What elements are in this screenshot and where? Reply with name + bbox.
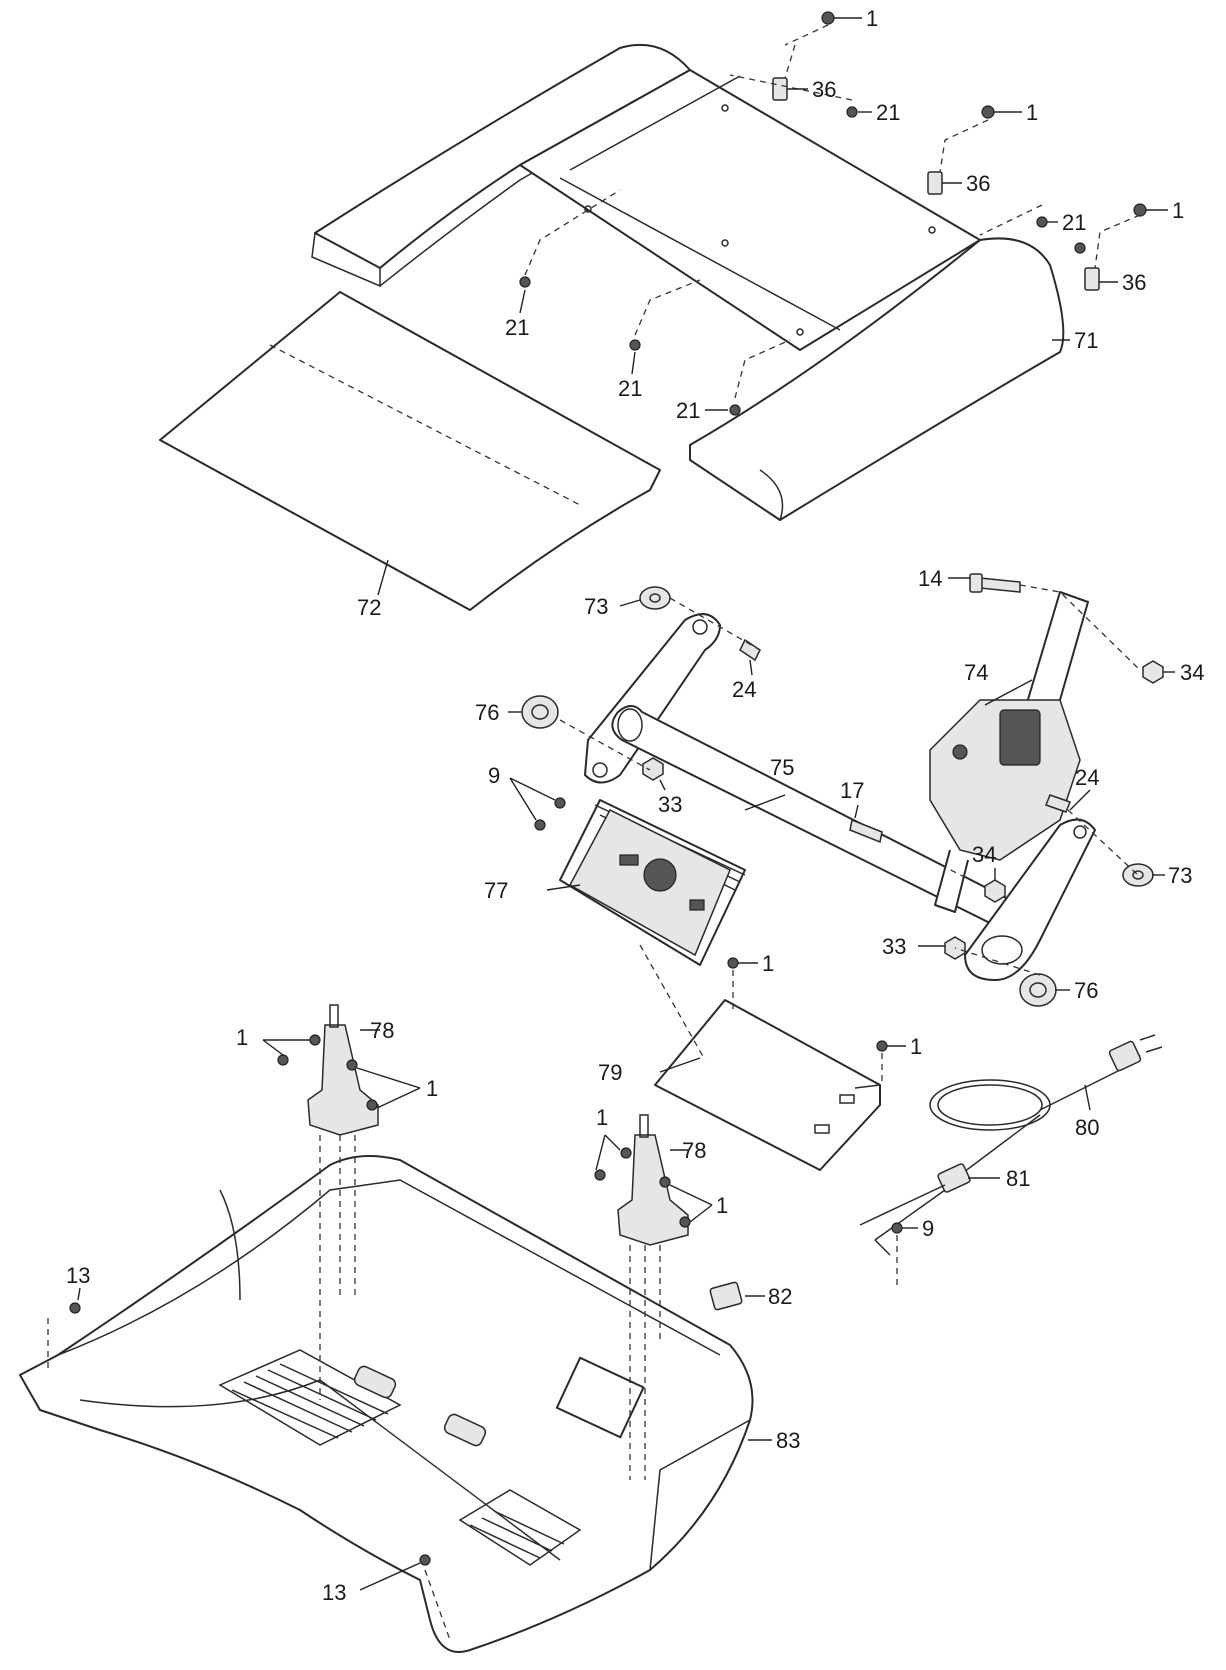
- power-cord-assembly: [859, 1034, 1163, 1285]
- label-17: 17: [840, 778, 864, 803]
- screw-21e: [629, 339, 641, 351]
- screw-21b: [1036, 216, 1048, 228]
- bushing-76b: [1019, 973, 1057, 1007]
- upright-78a: [307, 1024, 379, 1136]
- label-73-a: 73: [584, 594, 608, 619]
- label-73-b: 73: [1168, 863, 1192, 888]
- label-79: 79: [598, 1060, 622, 1085]
- label-82: 82: [768, 1284, 792, 1309]
- label-21-d: 21: [618, 376, 642, 401]
- leader-lines: [77, 17, 1175, 1591]
- hood-front-cover: [159, 291, 661, 611]
- label-21-b: 21: [1062, 210, 1086, 235]
- label-21-a: 21: [876, 100, 900, 125]
- label-24-b: 24: [1075, 765, 1099, 790]
- bolt-24b: [1045, 794, 1071, 813]
- base-tray: [19, 1004, 754, 1653]
- label-1-b: 1: [1026, 100, 1038, 125]
- label-1-d: 1: [762, 951, 774, 976]
- label-1-a: 1: [866, 6, 878, 31]
- label-77: 77: [484, 878, 508, 903]
- bolt-24a: [739, 638, 761, 662]
- power-switch: [709, 1281, 743, 1311]
- label-24-a: 24: [732, 677, 756, 702]
- screw-1c: [1133, 203, 1147, 217]
- screw-9b: [534, 819, 546, 831]
- screw-9a: [554, 797, 566, 809]
- screw-21d: [519, 276, 531, 288]
- label-36-c: 36: [1122, 270, 1146, 295]
- clip-36c: [1084, 267, 1100, 291]
- label-21-c: 21: [505, 315, 529, 340]
- label-78-a: 78: [370, 1018, 394, 1043]
- label-36-b: 36: [966, 171, 990, 196]
- callout-labels: 1 36 21 1 36 21 1 36 71 21 21 21 72 14 3…: [66, 6, 1204, 1605]
- label-14: 14: [918, 566, 942, 591]
- hood-assembly: [159, 43, 1065, 611]
- controller-assembly: [534, 797, 888, 1171]
- screw-21a: [846, 106, 858, 118]
- power-filter: [937, 1163, 971, 1193]
- hood-left-rail: [314, 43, 691, 269]
- label-72: 72: [357, 595, 381, 620]
- screw-1a: [821, 11, 835, 25]
- label-1-h: 1: [596, 1105, 608, 1130]
- screw-21c: [1074, 242, 1086, 254]
- screw-13a: [69, 1302, 81, 1314]
- label-71: 71: [1074, 328, 1098, 353]
- label-9-a: 9: [488, 763, 500, 788]
- label-76-a: 76: [475, 700, 499, 725]
- label-36-a: 36: [812, 77, 836, 102]
- label-34-b: 34: [972, 842, 996, 867]
- label-76-b: 76: [1074, 978, 1098, 1003]
- incline-motor-body: [929, 699, 1081, 861]
- upright-78b: [617, 1134, 689, 1246]
- label-75: 75: [770, 755, 794, 780]
- label-1-c: 1: [1172, 198, 1184, 223]
- label-1-f: 1: [426, 1076, 438, 1101]
- label-34-a: 34: [1180, 660, 1204, 685]
- label-80: 80: [1075, 1115, 1099, 1140]
- label-33-a: 33: [658, 792, 682, 817]
- label-81: 81: [1006, 1166, 1030, 1191]
- screw-1b: [981, 105, 995, 119]
- bolt-17: [849, 818, 883, 844]
- label-13-b: 13: [322, 1580, 346, 1605]
- washer-73b: [1122, 863, 1154, 887]
- tray-box: [555, 1356, 645, 1439]
- clip-36a: [772, 77, 788, 101]
- nut-33a: [642, 757, 664, 781]
- label-9-b: 9: [922, 1216, 934, 1241]
- hood-fasteners: [519, 11, 1147, 416]
- controller-cover: [654, 999, 881, 1171]
- nut-34a: [1142, 660, 1164, 684]
- lift-arm-left: [584, 613, 721, 784]
- label-1-g: 1: [910, 1034, 922, 1059]
- washer-73a: [639, 586, 671, 610]
- screw-1d: [727, 957, 739, 969]
- tray-ribs-left: [218, 1349, 402, 1446]
- clip-36b: [927, 171, 943, 195]
- frame-assembly: [521, 573, 1164, 1007]
- power-plug: [1108, 1040, 1142, 1072]
- label-13-a: 13: [66, 1263, 90, 1288]
- bolt-14: [979, 577, 1021, 593]
- label-21-e: 21: [676, 398, 700, 423]
- label-1-i: 1: [716, 1193, 728, 1218]
- screw-1e: [876, 1040, 888, 1052]
- screw-21f: [729, 404, 741, 416]
- screw-13b: [419, 1554, 431, 1566]
- tray-ribs-right: [458, 1489, 582, 1566]
- label-33-b: 33: [882, 934, 906, 959]
- screw-9c: [891, 1222, 903, 1234]
- label-78-b: 78: [682, 1138, 706, 1163]
- label-1-e: 1: [236, 1025, 248, 1050]
- label-83: 83: [776, 1428, 800, 1453]
- label-74: 74: [964, 660, 988, 685]
- bushing-76a: [521, 695, 559, 729]
